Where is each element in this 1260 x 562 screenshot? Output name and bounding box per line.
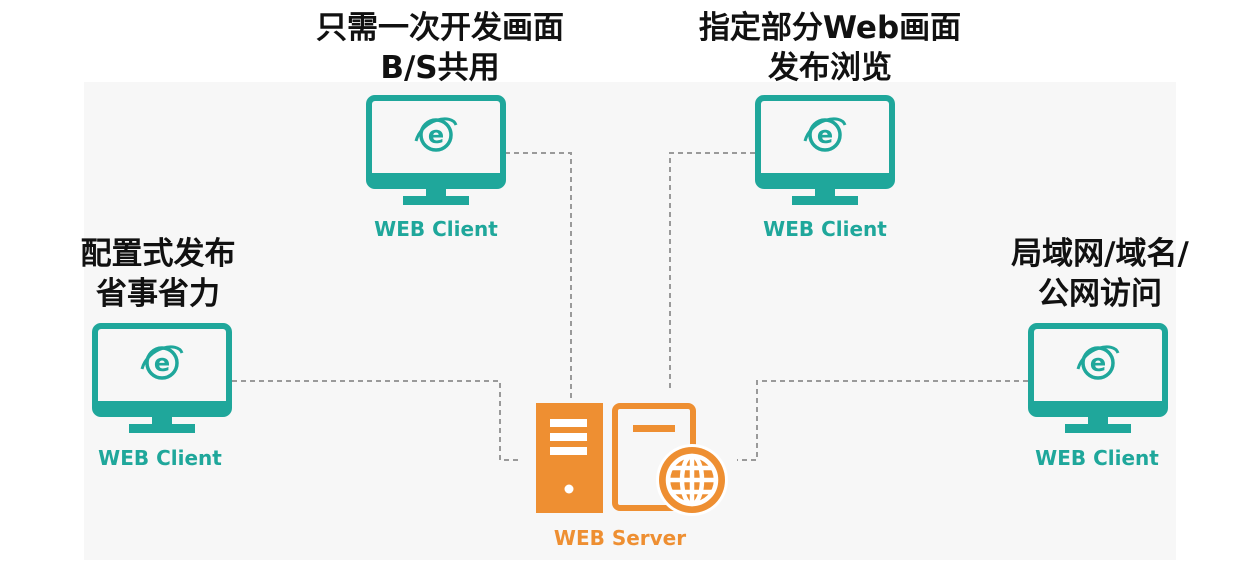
ie-browser-icon: e [803,117,847,152]
globe-icon [656,444,728,516]
client-label-top-left: WEB Client [374,217,498,241]
monitor-top-left: e [366,95,506,205]
monitor-top-right: e [755,95,895,205]
connector-top-right [669,152,755,392]
svg-text:e: e [817,121,833,149]
server-label: WEB Server [553,526,687,550]
caption-top-left: 只需一次开发画面 B/S共用 [316,10,564,86]
client-label-top-right: WEB Client [763,217,887,241]
client-label-right: WEB Client [1035,446,1159,470]
caption-left: 配置式发布 省事省力 [80,236,236,312]
monitor-right: e [1028,323,1168,433]
web-server-icon [536,403,728,516]
svg-text:e: e [428,121,444,149]
diagram-background [84,82,1176,560]
connector-top-left [505,152,572,398]
connector-right [737,380,1028,461]
connector-left [232,380,522,461]
ie-browser-icon: e [1076,345,1120,380]
caption-top-right: 指定部分Web画面 发布浏览 [698,10,962,86]
svg-text:e: e [154,349,170,377]
svg-text:e: e [1090,349,1106,377]
ie-browser-icon: e [140,345,184,380]
caption-right: 局域网/域名/ 公网访问 [1011,236,1189,312]
ie-browser-icon: e [414,117,458,152]
client-label-left: WEB Client [98,446,222,470]
monitor-left: e [92,323,232,433]
